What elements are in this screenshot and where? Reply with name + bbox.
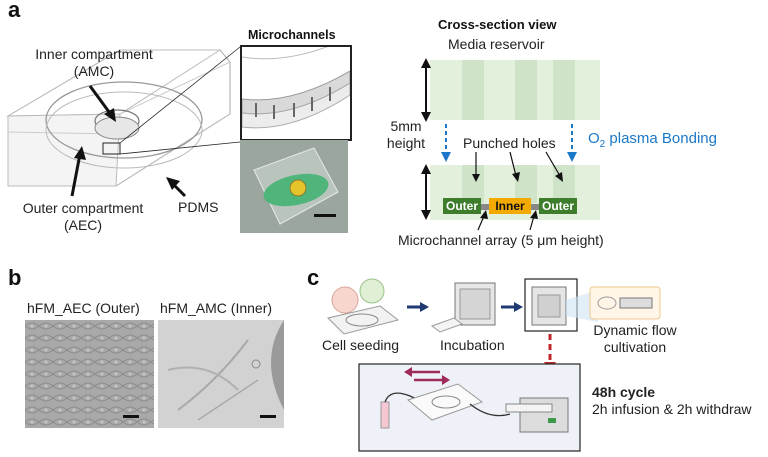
punched-holes-label: Punched holes <box>463 135 556 151</box>
media-reservoir-label: Media reservoir <box>448 36 545 52</box>
aec-image-title: hFM_AEC (Outer) <box>27 300 140 316</box>
pdms-label: PDMS <box>178 199 219 215</box>
cycle-title: 48h cycle <box>592 384 656 400</box>
incubation-label: Incubation <box>440 337 505 353</box>
panel-b-letter: b <box>8 265 22 290</box>
device-photo <box>240 140 348 233</box>
outer-compartment-label: Outer compartment (AEC) <box>22 200 144 233</box>
o2-plasma-bonding-label: O2 plasma Bonding <box>588 130 717 150</box>
panel-c-letter: c <box>307 265 320 290</box>
dynamic-flow-label: Dynamic flow cultivation <box>593 322 677 355</box>
inner-label: Inner <box>495 199 525 213</box>
aec-micrograph <box>25 320 154 428</box>
cross-section-title: Cross-section view <box>438 17 557 32</box>
outer-right-label: Outer <box>541 199 574 213</box>
microchannels-title: Microchannels <box>248 28 336 42</box>
amc-image-title: hFM_AMC (Inner) <box>160 300 273 316</box>
outer-left-label: Outer <box>445 199 478 213</box>
cycle-detail: 2h infusion & 2h withdraw <box>592 401 752 417</box>
inner-compartment-label: Inner compartment (AMC) <box>35 46 153 79</box>
microchannels-zoom-image <box>240 45 352 141</box>
cell-seeding-label: Cell seeding <box>322 337 400 353</box>
amc-micrograph <box>158 320 284 428</box>
panel-a-letter: a <box>8 0 21 22</box>
height-label: 5mm height <box>386 118 426 151</box>
microchannel-array-label: Microchannel array (5 μm height) <box>398 232 604 248</box>
